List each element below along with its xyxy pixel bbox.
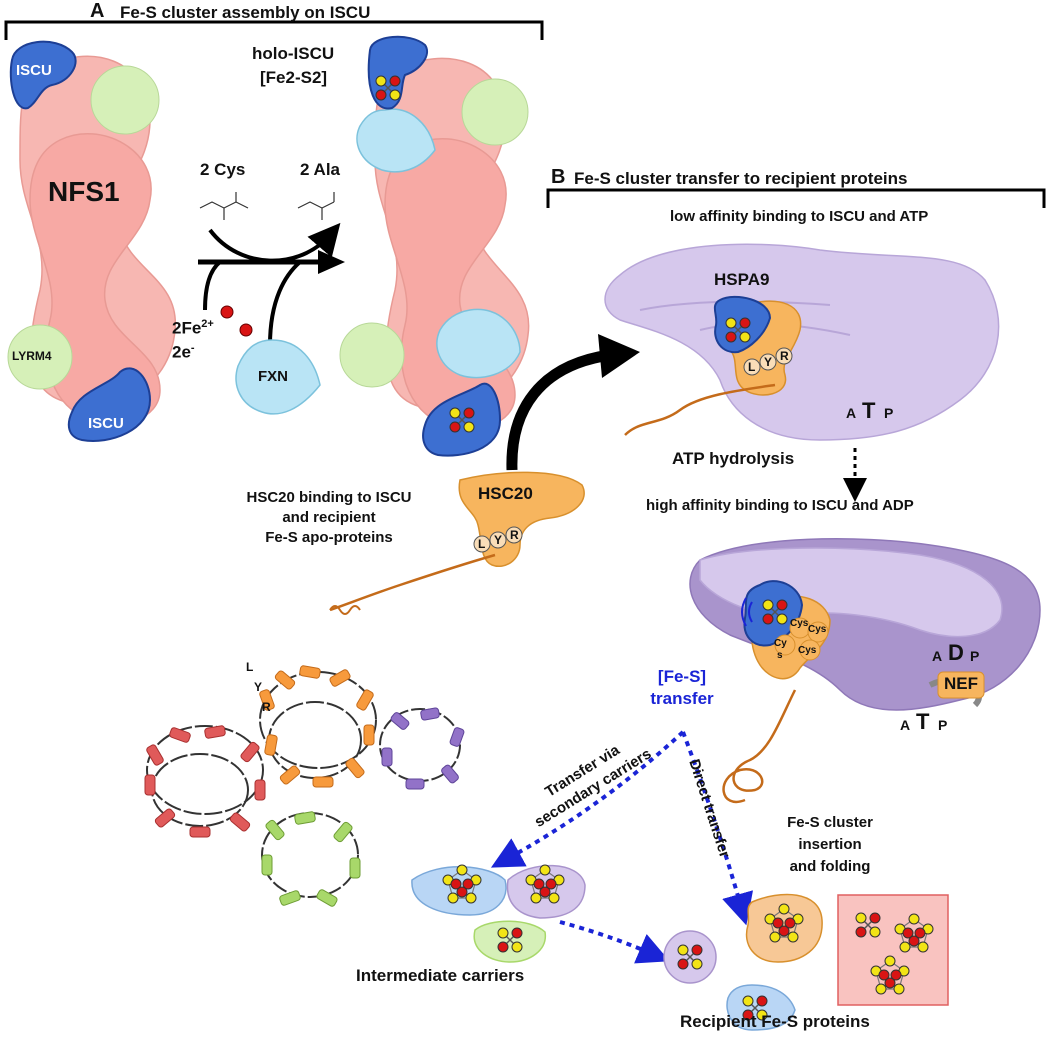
apo-protein-helix-purple: [379, 707, 465, 790]
iscu-label-top: ISCU: [16, 62, 52, 79]
lyrm4-bottom-left: [7, 324, 73, 390]
fxn-bound-top: [356, 108, 436, 173]
atp-p-bottom: P: [938, 717, 948, 733]
nfs1-label: NFS1: [48, 176, 120, 207]
lyr-y-top: Y: [764, 355, 773, 369]
alanine-structure: [297, 192, 335, 220]
adp-a: A: [932, 648, 943, 664]
panel-b-bracket: [546, 188, 1046, 208]
nef-label: NEF: [944, 674, 978, 693]
recipient-proteins-label: Recipient Fe-S proteins: [680, 1012, 870, 1031]
cysteine-structure: [199, 192, 249, 220]
apo-protein-helix-orange: [259, 665, 377, 788]
hsc20-label: HSC20: [478, 484, 533, 503]
cys-ala-arrow: [208, 222, 341, 263]
hspa9-low-affinity: [604, 243, 1000, 441]
atp-t-top: T: [862, 398, 876, 423]
lyrm4-top-left: [90, 65, 160, 135]
panel-b-title: Fe-S cluster transfer to recipient prote…: [574, 169, 908, 188]
lyr-motif-top: [743, 347, 793, 376]
cys-site-4: s: [777, 650, 783, 661]
iscu-top-left: [9, 40, 77, 110]
lyr-r-free: R: [510, 528, 519, 542]
panel-a-title: Fe-S cluster assembly on ISCU: [120, 3, 371, 22]
apo-protein-helix-red: [144, 725, 266, 838]
lyrm4-bottom-right: [339, 322, 405, 388]
lyr-y-free: Y: [494, 533, 503, 547]
adp-p: P: [970, 648, 980, 664]
atp-a-bottom: A: [900, 717, 911, 733]
hsc20-tail: [329, 553, 496, 612]
lyr-r-helix: R: [262, 700, 271, 714]
lyrm4-label: LYRM4: [12, 349, 52, 363]
lyr-y-helix: Y: [254, 680, 263, 694]
cys-site-3: Cy: [774, 638, 787, 649]
insertion-folding-label: Fe-S cluster insertion and folding: [787, 814, 873, 875]
iron-atom: [220, 305, 234, 319]
ala-label: 2 Ala: [300, 160, 341, 179]
panel-a-bracket: [4, 20, 544, 40]
cys-site-1: Cys: [790, 618, 809, 629]
fe-input-arrow: [203, 260, 222, 311]
hsc20-tail-bottom: [722, 689, 797, 804]
cys-site-2: Cys: [808, 624, 827, 635]
cys-site-5: Cys: [798, 645, 817, 656]
fxn-protein: [235, 339, 321, 415]
fxn-bound-bottom: [436, 308, 521, 379]
fxn-input-arrow: [268, 260, 302, 346]
iron-atom: [239, 323, 253, 337]
lyr-l-top: L: [748, 360, 756, 374]
hspa9-label: HSPA9: [714, 270, 770, 289]
cluster-vibration-marks: [741, 597, 753, 627]
adp-d: D: [948, 640, 964, 665]
carrier-green: [473, 920, 546, 963]
intermediate-carriers-label: Intermediate carriers: [356, 966, 525, 985]
fes-transfer-label: [Fe-S] transfer: [650, 667, 714, 708]
fxn-label: FXN: [258, 368, 288, 385]
carrier-to-recipient-arrow: [559, 920, 670, 964]
high-affinity-label: high affinity binding to ISCU and ADP: [646, 497, 914, 514]
holo-iscu-label: holo-ISCU: [252, 44, 335, 63]
atp-a-top: A: [846, 405, 857, 421]
iron-label: 2Fe2+: [172, 318, 214, 338]
nef-box: [937, 671, 985, 699]
hsc20-tail-top: [624, 383, 776, 436]
panel-a-letter: A: [90, 0, 105, 22]
atp-t-bottom: T: [916, 709, 930, 734]
transfer-to-hspa9-arrow: [506, 349, 611, 471]
lyrm4-top-right: [461, 78, 529, 146]
atp-hydrolysis-label: ATP hydrolysis: [672, 449, 795, 468]
hsc20-binding-text: HSC20 binding to ISCU and recipient Fe-S…: [246, 489, 412, 546]
iscu-bottom-left: [67, 367, 152, 442]
electron-label: 2e-: [172, 342, 195, 362]
lyr-motif-free: [473, 526, 523, 553]
lyr-l-free: L: [478, 537, 486, 551]
cys-lyr-motif-bottom: [774, 617, 829, 661]
transfer-via-carriers-arrow: [490, 730, 685, 868]
lyr-l-helix: L: [246, 660, 254, 674]
atp-p-top: P: [884, 405, 894, 421]
direct-transfer-arrow: [681, 731, 754, 926]
panel-b-letter: B: [551, 166, 566, 188]
fe2s2-label: [Fe2-S2]: [260, 68, 328, 87]
apo-protein-helix-green: [261, 811, 361, 907]
iscu-label-bottom: ISCU: [88, 415, 124, 432]
panel-b-subtitle: low affinity binding to ISCU and ATP: [670, 208, 929, 225]
cys-label: 2 Cys: [200, 160, 246, 179]
lyr-r-top: R: [780, 349, 789, 363]
